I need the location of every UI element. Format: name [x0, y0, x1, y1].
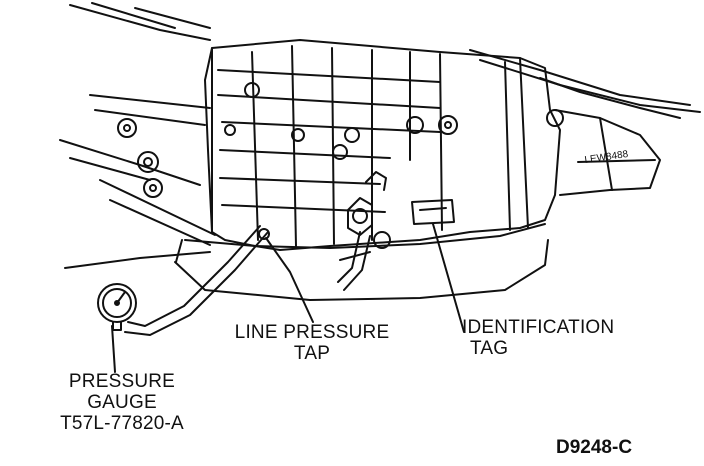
range-selector-linkage: [337, 171, 391, 291]
pressure-gauge-label: PRESSURE GAUGE T57L-77820-A: [42, 371, 202, 434]
frame-rails: [59, 2, 701, 246]
line-pressure-tap-fitting: [258, 228, 270, 240]
identification-tag-plate: [411, 199, 455, 225]
pressure-gauge-part-number: T57L-77820-A: [60, 413, 184, 434]
oil-pan: [174, 239, 549, 301]
transmission-case: [184, 39, 661, 251]
identification-tag-label-line2: TAG: [470, 338, 509, 359]
identification-tag-label: IDENTIFICATION TAG: [462, 317, 652, 359]
line-pressure-leader: [265, 237, 314, 323]
floor-line: [64, 251, 211, 269]
pressure-gauge-label-line1: PRESSURE: [68, 371, 176, 392]
figure-id: D9248-C: [556, 437, 633, 458]
pressure-gauge-label-line2: GAUGE: [87, 392, 157, 413]
line-pressure-tap-label: LINE PRESSURE TAP: [214, 322, 410, 364]
line-pressure-tap-label-line1: LINE PRESSURE: [234, 322, 390, 343]
gauge-leader: [111, 325, 116, 373]
case-bolts: [117, 82, 564, 198]
line-pressure-tap-label-line2: TAP: [293, 343, 331, 364]
pressure-hose: [124, 225, 269, 336]
identification-leader: [432, 223, 465, 333]
pressure-gauge: [97, 283, 137, 331]
identification-tag-label-line1: IDENTIFICATION: [462, 317, 615, 338]
